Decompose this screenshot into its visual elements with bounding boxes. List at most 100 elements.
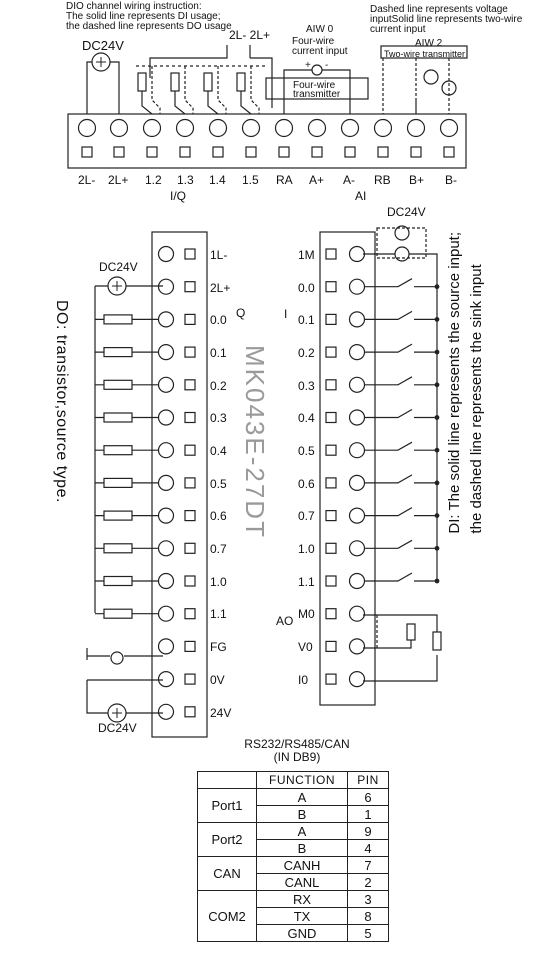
left-terminal-label: 0.1 [210,346,227,360]
di-switch [365,441,437,451]
do-load-resistor [103,477,133,488]
right-terminal-label: V0 [298,640,313,654]
right-terminal-screw [348,311,366,328]
svg-text:-: - [325,60,328,71]
di-junction-dot [434,578,440,584]
svg-text:+: + [305,60,311,71]
dio-note-line2: The solid line represents DI usage; [66,11,221,22]
right-terminal-square [325,444,337,456]
right-terminal-square [325,575,337,587]
q-label: Q [236,306,246,320]
left-terminal-square [184,673,196,685]
top-terminal-label: RA [276,173,293,187]
di-switch [365,310,437,320]
pin-cell: 4 [347,839,389,857]
right-terminal-square [325,248,337,260]
pin-cell: 8 [347,907,389,925]
right-terminal-square [325,411,337,424]
di-switch [365,474,437,484]
table-row: CAN CANH 7 [197,856,389,891]
aiw0-label: AIW 0 [306,24,334,35]
left-terminal-screw [157,344,175,361]
right-terminal-square [325,542,337,554]
left-terminal-square [184,510,196,522]
four-wire-transmitter-line1: Four-wire [293,80,336,91]
top-terminal-label: 1.4 [209,173,226,187]
di-switch [365,343,437,353]
table-row: COM2 RX 3 [197,890,389,942]
right-terminal-screw [348,474,366,491]
group-cell: COM2 [197,890,257,942]
di-switch [365,507,437,517]
di-junction-dot [434,284,440,290]
left-terminal-label: 24V [210,706,232,720]
left-terminal-square [184,248,196,260]
right-terminal-label: 0.7 [298,509,315,523]
right-terminal-square [325,608,337,620]
do-side-note: DO: transistor,source type. [53,300,70,503]
left-terminal-screw [157,703,175,720]
ao-loads [363,614,442,682]
dio-channel-loads [137,66,260,115]
right-terminal-label: M0 [298,607,315,621]
left-terminal-screw [157,572,175,590]
do-load-resistor [103,347,133,358]
left-terminal-label: 0.0 [210,313,227,327]
left-terminal-square [184,477,196,489]
right-dc-source [363,225,438,583]
right-terminal-screw [348,245,366,263]
four-wire-input-line2: current input [292,46,348,57]
right-terminal-screw [348,278,366,295]
right-terminal-screw [348,442,366,459]
right-terminal-square [325,640,337,653]
table-row: GND 5 [198,924,389,942]
pin-cell: 7 [347,856,389,874]
left-fg-ground [86,648,163,665]
function-cell: GND [256,924,348,942]
left-power-input [86,679,163,723]
left-terminal-label: 1.0 [210,575,227,589]
top-terminal-label: RB [374,173,391,187]
left-terminal-square [184,346,196,358]
pin-cell: 5 [347,924,389,942]
left-terminal-square [184,379,196,391]
right-terminal-square [325,281,337,293]
left-terminal-square [184,411,196,424]
right-terminals [325,245,366,688]
function-cell: A [256,788,348,806]
db9-title: RS232/RS485/CAN (IN DB9) [232,738,362,764]
db9-title-line2: (IN DB9) [273,750,321,764]
dio-note-line1: DIO channel wiring instruction: [66,1,202,12]
pin-cell: 6 [347,788,389,806]
right-terminal-label: 0.3 [298,379,315,393]
di-switch [365,278,437,288]
di-switch [365,376,437,386]
function-cell: B [256,839,348,857]
di-junction-dot [434,480,440,486]
right-terminal-label: 1.0 [298,542,315,556]
do-load-resistor [103,445,133,456]
di-switch [365,539,437,549]
right-terminal-screw [348,572,366,590]
iq-group-label: I/Q [170,189,187,203]
right-terminal-label: I0 [298,673,309,687]
function-cell: CANL [256,873,348,891]
group-cell: Port2 [197,822,257,857]
ai-group-label: AI [355,189,367,203]
right-terminal-block [319,231,376,706]
right-terminal-label: 0.1 [298,313,315,327]
do-load-resistor [103,412,133,423]
four-wire-input-line1: Four-wire [292,36,335,47]
dio-note-line3: the dashed line represents DO usage [66,21,232,32]
right-terminal-screw [348,670,366,688]
aiw2-label: AIW 2 [415,38,443,49]
right-terminal-square [325,379,337,391]
di-junction-dot [434,447,440,453]
left-terminal-square [184,706,196,718]
do-load-resistor [103,314,133,325]
voltage-note-line1: Dashed line represents voltage [370,4,508,15]
common-plus [250,57,273,108]
right-terminal-screw [348,376,366,393]
left-terminal-label: FG [210,640,227,654]
